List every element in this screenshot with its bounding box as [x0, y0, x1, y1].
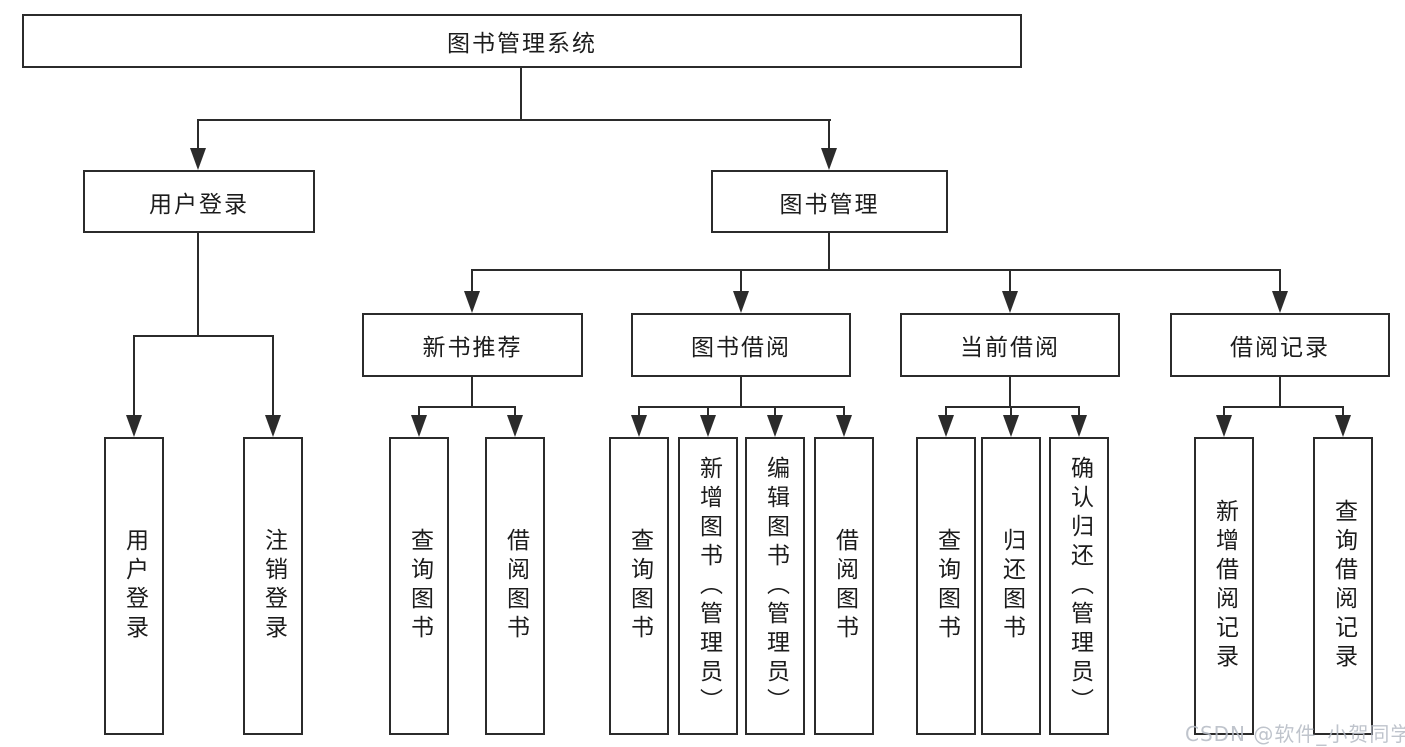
connector-user-login-stem	[197, 233, 199, 337]
leaf-logout-label: 注销登录	[260, 528, 287, 644]
connector-user-login-rail	[133, 335, 274, 337]
leaf-cb-query-books-label: 查询图书	[933, 528, 960, 644]
connector-current-borrow-rail	[945, 406, 1080, 408]
arrowhead-nb-borrow	[507, 415, 523, 437]
connector-drop-cb-confirm	[1078, 406, 1080, 417]
leaf-bb-borrow-books: 借阅图书	[814, 437, 874, 735]
leaf-user-login: 用户登录	[104, 437, 164, 735]
node-borrow-records: 借阅记录	[1170, 313, 1390, 377]
csdn-watermark: CSDN @软件_小贺同学	[1185, 722, 1405, 746]
node-book-borrow: 图书借阅	[631, 313, 851, 377]
leaf-cb-return-books: 归还图书	[981, 437, 1041, 735]
node-book-mgmt: 图书管理	[711, 170, 948, 233]
arrowhead-bb-query	[631, 415, 647, 437]
leaf-cb-return-books-label: 归还图书	[998, 528, 1025, 644]
leaf-br-add-record-label: 新增借阅记录	[1211, 499, 1238, 673]
connector-drop-cb-return	[1010, 406, 1012, 417]
arrowhead-cb-return	[1003, 415, 1019, 437]
arrowhead-bb-borrow	[836, 415, 852, 437]
node-current-borrow-label: 当前借阅	[960, 335, 1060, 361]
leaf-nb-query-books-label: 查询图书	[406, 528, 433, 644]
leaf-bb-edit-books-admin: 编辑图书（管理员）	[745, 437, 805, 735]
leaf-br-add-record: 新增借阅记录	[1194, 437, 1254, 735]
arrowhead-book-mgmt	[821, 148, 837, 170]
leaf-cb-query-books: 查询图书	[916, 437, 976, 735]
node-root-label: 图书管理系统	[447, 31, 597, 57]
leaf-cb-confirm-return-admin: 确认归还（管理员）	[1049, 437, 1109, 735]
connector-book-mgmt-rail	[471, 269, 1281, 271]
leaf-bb-edit-books-admin-label: 编辑图书（管理员）	[762, 455, 789, 717]
connector-drop-nb-borrow	[514, 406, 516, 417]
node-new-book-recommend-label: 新书推荐	[422, 335, 523, 361]
arrowhead-current-borrow	[1002, 291, 1018, 313]
connector-drop-user-login	[197, 119, 199, 150]
arrowhead-cb-confirm	[1071, 415, 1087, 437]
connector-drop-new-book	[471, 269, 473, 293]
connector-root-rail	[197, 119, 831, 121]
leaf-bb-add-books-admin: 新增图书（管理员）	[678, 437, 738, 735]
arrowhead-bb-add	[700, 415, 716, 437]
connector-drop-br-query	[1342, 406, 1344, 417]
arrowhead-user-login	[190, 148, 206, 170]
connector-new-book-stem	[471, 377, 473, 408]
leaf-nb-borrow-books-label: 借阅图书	[502, 528, 529, 644]
node-book-mgmt-label: 图书管理	[779, 191, 880, 218]
leaf-bb-add-books-admin-label: 新增图书（管理员）	[695, 455, 722, 717]
connector-current-borrow-stem	[1009, 377, 1011, 408]
connector-book-borrow-stem	[740, 377, 742, 408]
node-current-borrow: 当前借阅	[900, 313, 1120, 377]
connector-drop-bb-borrow	[843, 406, 845, 417]
connector-drop-leaf-login	[133, 335, 135, 417]
connector-borrow-records-stem	[1279, 377, 1281, 408]
node-book-borrow-label: 图书借阅	[691, 335, 791, 361]
leaf-br-query-record-label: 查询借阅记录	[1330, 499, 1357, 673]
connector-book-mgmt-stem	[828, 233, 830, 271]
arrowhead-br-add	[1216, 415, 1232, 437]
arrowhead-new-book	[464, 291, 480, 313]
connector-new-book-rail	[418, 406, 516, 408]
leaf-user-login-label: 用户登录	[121, 528, 148, 644]
arrowhead-br-query	[1335, 415, 1351, 437]
node-user-login: 用户登录	[83, 170, 315, 233]
connector-drop-book-mgmt	[828, 119, 830, 150]
node-borrow-records-label: 借阅记录	[1230, 335, 1330, 361]
connector-borrow-records-rail	[1223, 406, 1344, 408]
connector-root-stem	[520, 68, 522, 120]
arrowhead-borrow-records	[1272, 291, 1288, 313]
leaf-logout: 注销登录	[243, 437, 303, 735]
connector-drop-bb-edit	[774, 406, 776, 417]
leaf-nb-borrow-books: 借阅图书	[485, 437, 545, 735]
leaf-cb-confirm-return-admin-label: 确认归还（管理员）	[1066, 455, 1093, 717]
connector-book-borrow-rail	[638, 406, 845, 408]
leaf-bb-borrow-books-label: 借阅图书	[831, 528, 858, 644]
node-user-login-label: 用户登录	[149, 191, 249, 218]
arrowhead-leaf-login	[126, 415, 142, 437]
connector-drop-cb-query	[945, 406, 947, 417]
connector-drop-book-borrow	[740, 269, 742, 293]
node-new-book-recommend: 新书推荐	[362, 313, 583, 377]
arrowhead-cb-query	[938, 415, 954, 437]
leaf-nb-query-books: 查询图书	[389, 437, 449, 735]
leaf-br-query-record: 查询借阅记录	[1313, 437, 1373, 735]
connector-drop-nb-query	[418, 406, 420, 417]
connector-drop-bb-query	[638, 406, 640, 417]
connector-drop-bb-add	[707, 406, 709, 417]
connector-drop-br-add	[1223, 406, 1225, 417]
leaf-bb-query-books-label: 查询图书	[626, 528, 653, 644]
arrowhead-nb-query	[411, 415, 427, 437]
connector-drop-borrow-records	[1279, 269, 1281, 293]
node-root: 图书管理系统	[22, 14, 1022, 68]
connector-drop-leaf-logout	[272, 335, 274, 417]
arrowhead-leaf-logout	[265, 415, 281, 437]
arrowhead-bb-edit	[767, 415, 783, 437]
arrowhead-book-borrow	[733, 291, 749, 313]
leaf-bb-query-books: 查询图书	[609, 437, 669, 735]
connector-drop-current-borrow	[1009, 269, 1011, 293]
